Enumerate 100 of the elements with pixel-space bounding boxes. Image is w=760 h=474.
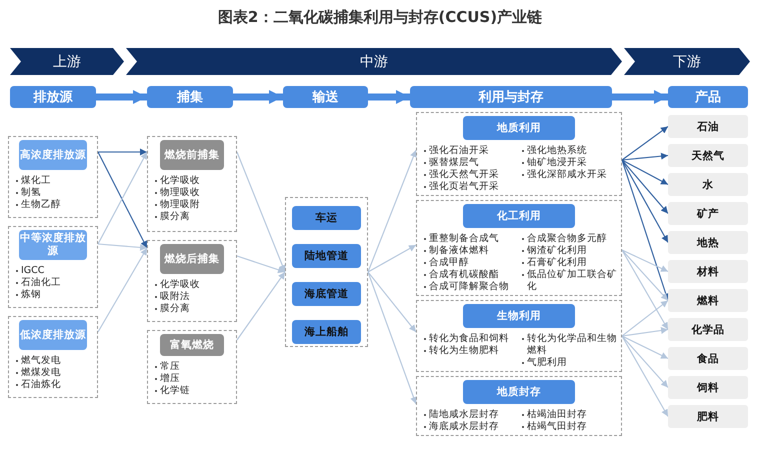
list-item: 常压	[160, 361, 181, 373]
block-arrow	[233, 90, 283, 104]
transport-box: 海上船舶	[292, 320, 361, 344]
list-item: 化学链	[160, 385, 191, 397]
list-item: 石膏矿化利用	[527, 257, 588, 269]
dashed-group-box	[8, 316, 98, 398]
arrow	[622, 160, 668, 243]
list-item: 物理吸收	[160, 187, 201, 199]
list-item: 生物乙醇	[21, 199, 62, 211]
arrow	[236, 272, 286, 340]
dashed-group-box	[8, 136, 98, 218]
list-item: 膜分离	[160, 211, 191, 223]
arrow	[367, 150, 417, 272]
list-item: 物理吸附	[160, 199, 201, 211]
list-item: 强化石油开采	[429, 145, 490, 157]
arrow	[236, 152, 286, 272]
block-arrow	[96, 90, 147, 104]
group-heading: 低浓度排放源	[19, 320, 87, 350]
list-item: 铀矿地浸开采	[527, 157, 588, 169]
group-heading: 燃烧前捕集	[160, 140, 224, 170]
dashed-group-box	[147, 330, 237, 404]
arrow	[98, 248, 148, 332]
arrow	[622, 126, 668, 160]
stage-header: 输送	[283, 86, 368, 108]
dashed-group-box	[285, 197, 368, 347]
list-item: 化学吸收	[160, 279, 201, 291]
group-heading: 高浓度排放源	[19, 140, 87, 170]
arrow	[622, 336, 668, 388]
arrow	[622, 300, 668, 336]
arrow	[98, 243, 148, 251]
product-box: 石油	[668, 115, 748, 138]
list-item: 制氢	[21, 187, 42, 199]
list-item: 膜分离	[160, 303, 191, 315]
stage-banner: 中游	[126, 48, 622, 75]
list-item: 驱替煤层气	[429, 157, 480, 169]
arrow	[622, 336, 668, 359]
stage-header: 产品	[668, 86, 748, 108]
list-item: 转化为食品和饲料	[429, 333, 510, 345]
stage-header: 捕集	[147, 86, 233, 108]
transport-box: 海底管道	[292, 282, 361, 306]
arrow	[236, 255, 286, 274]
list-item: 强化地热系统	[527, 145, 588, 157]
product-box: 燃料	[668, 289, 748, 312]
list-item: 气肥利用	[527, 357, 568, 369]
product-box: 肥料	[668, 405, 748, 428]
list-item: 燃煤发电	[21, 367, 62, 379]
product-box: 饲料	[668, 376, 748, 399]
list-item: 石油炼化	[21, 379, 62, 391]
dashed-group-box	[8, 226, 98, 308]
list-item: 重整制备合成气	[429, 233, 500, 245]
list-item: 合成可降解聚合物	[429, 281, 510, 293]
list-item: 石油化工	[21, 277, 62, 289]
list-item: 煤化工	[21, 175, 52, 187]
stage-banner: 上游	[10, 48, 124, 75]
group-heading: 地质利用	[463, 116, 575, 140]
list-item: 陆地咸水层封存	[429, 409, 500, 421]
transport-box: 车运	[292, 206, 361, 230]
list-item: IGCC	[21, 265, 46, 277]
list-item: 增压	[160, 373, 181, 385]
product-box: 化学品	[668, 318, 748, 341]
block-arrow	[612, 90, 668, 104]
dashed-group-box	[416, 112, 622, 196]
group-heading: 生物利用	[463, 304, 575, 328]
product-box: 地热	[668, 231, 748, 254]
list-item: 制备液体燃料	[429, 245, 490, 257]
dashed-group-box	[416, 376, 622, 436]
arrow	[621, 160, 670, 301]
list-item: 钢渣矿化利用	[527, 245, 588, 257]
list-item: 低品位矿加工联合矿化	[527, 269, 618, 293]
list-item: 炼钢	[21, 289, 42, 301]
list-item: 强化深部咸水开采	[527, 169, 608, 181]
product-box: 材料	[668, 260, 748, 283]
product-box: 矿产	[668, 202, 748, 225]
list-item: 枯竭气田封存	[527, 421, 588, 433]
block-arrow	[368, 90, 410, 104]
stage-banner: 下游	[624, 48, 750, 75]
title: 图表2：二氧化碳捕集利用与封存(CCUS)产业链	[216, 8, 544, 27]
list-item: 枯竭油田封存	[527, 409, 588, 421]
product-box: 天然气	[668, 144, 748, 167]
arrow	[98, 148, 147, 156]
arrow	[622, 152, 668, 161]
list-item: 转化为生物肥料	[429, 345, 500, 357]
list-item: 强化天然气开采	[429, 169, 500, 181]
dashed-group-box	[147, 136, 237, 232]
group-heading: 富氧燃烧	[160, 334, 224, 356]
arrow	[622, 250, 668, 330]
dashed-group-box	[147, 240, 237, 322]
list-item: 合成有机碳酸酯	[429, 269, 500, 281]
arrow	[368, 244, 416, 272]
arrow	[367, 272, 417, 404]
list-item: 吸附法	[160, 291, 191, 303]
group-heading: 中等浓度排放源	[19, 230, 87, 260]
list-item: 合成聚合物多元醇	[527, 233, 608, 245]
list-item: 海底咸水层封存	[429, 421, 500, 433]
stage-header: 利用与封存	[410, 86, 612, 108]
arrow	[622, 250, 668, 301]
group-heading: 化工利用	[463, 204, 575, 228]
list-item: 合成甲醇	[429, 257, 470, 269]
list-item: 燃气发电	[21, 355, 62, 367]
list-item: 转化为化学品和生物燃料	[527, 333, 618, 357]
